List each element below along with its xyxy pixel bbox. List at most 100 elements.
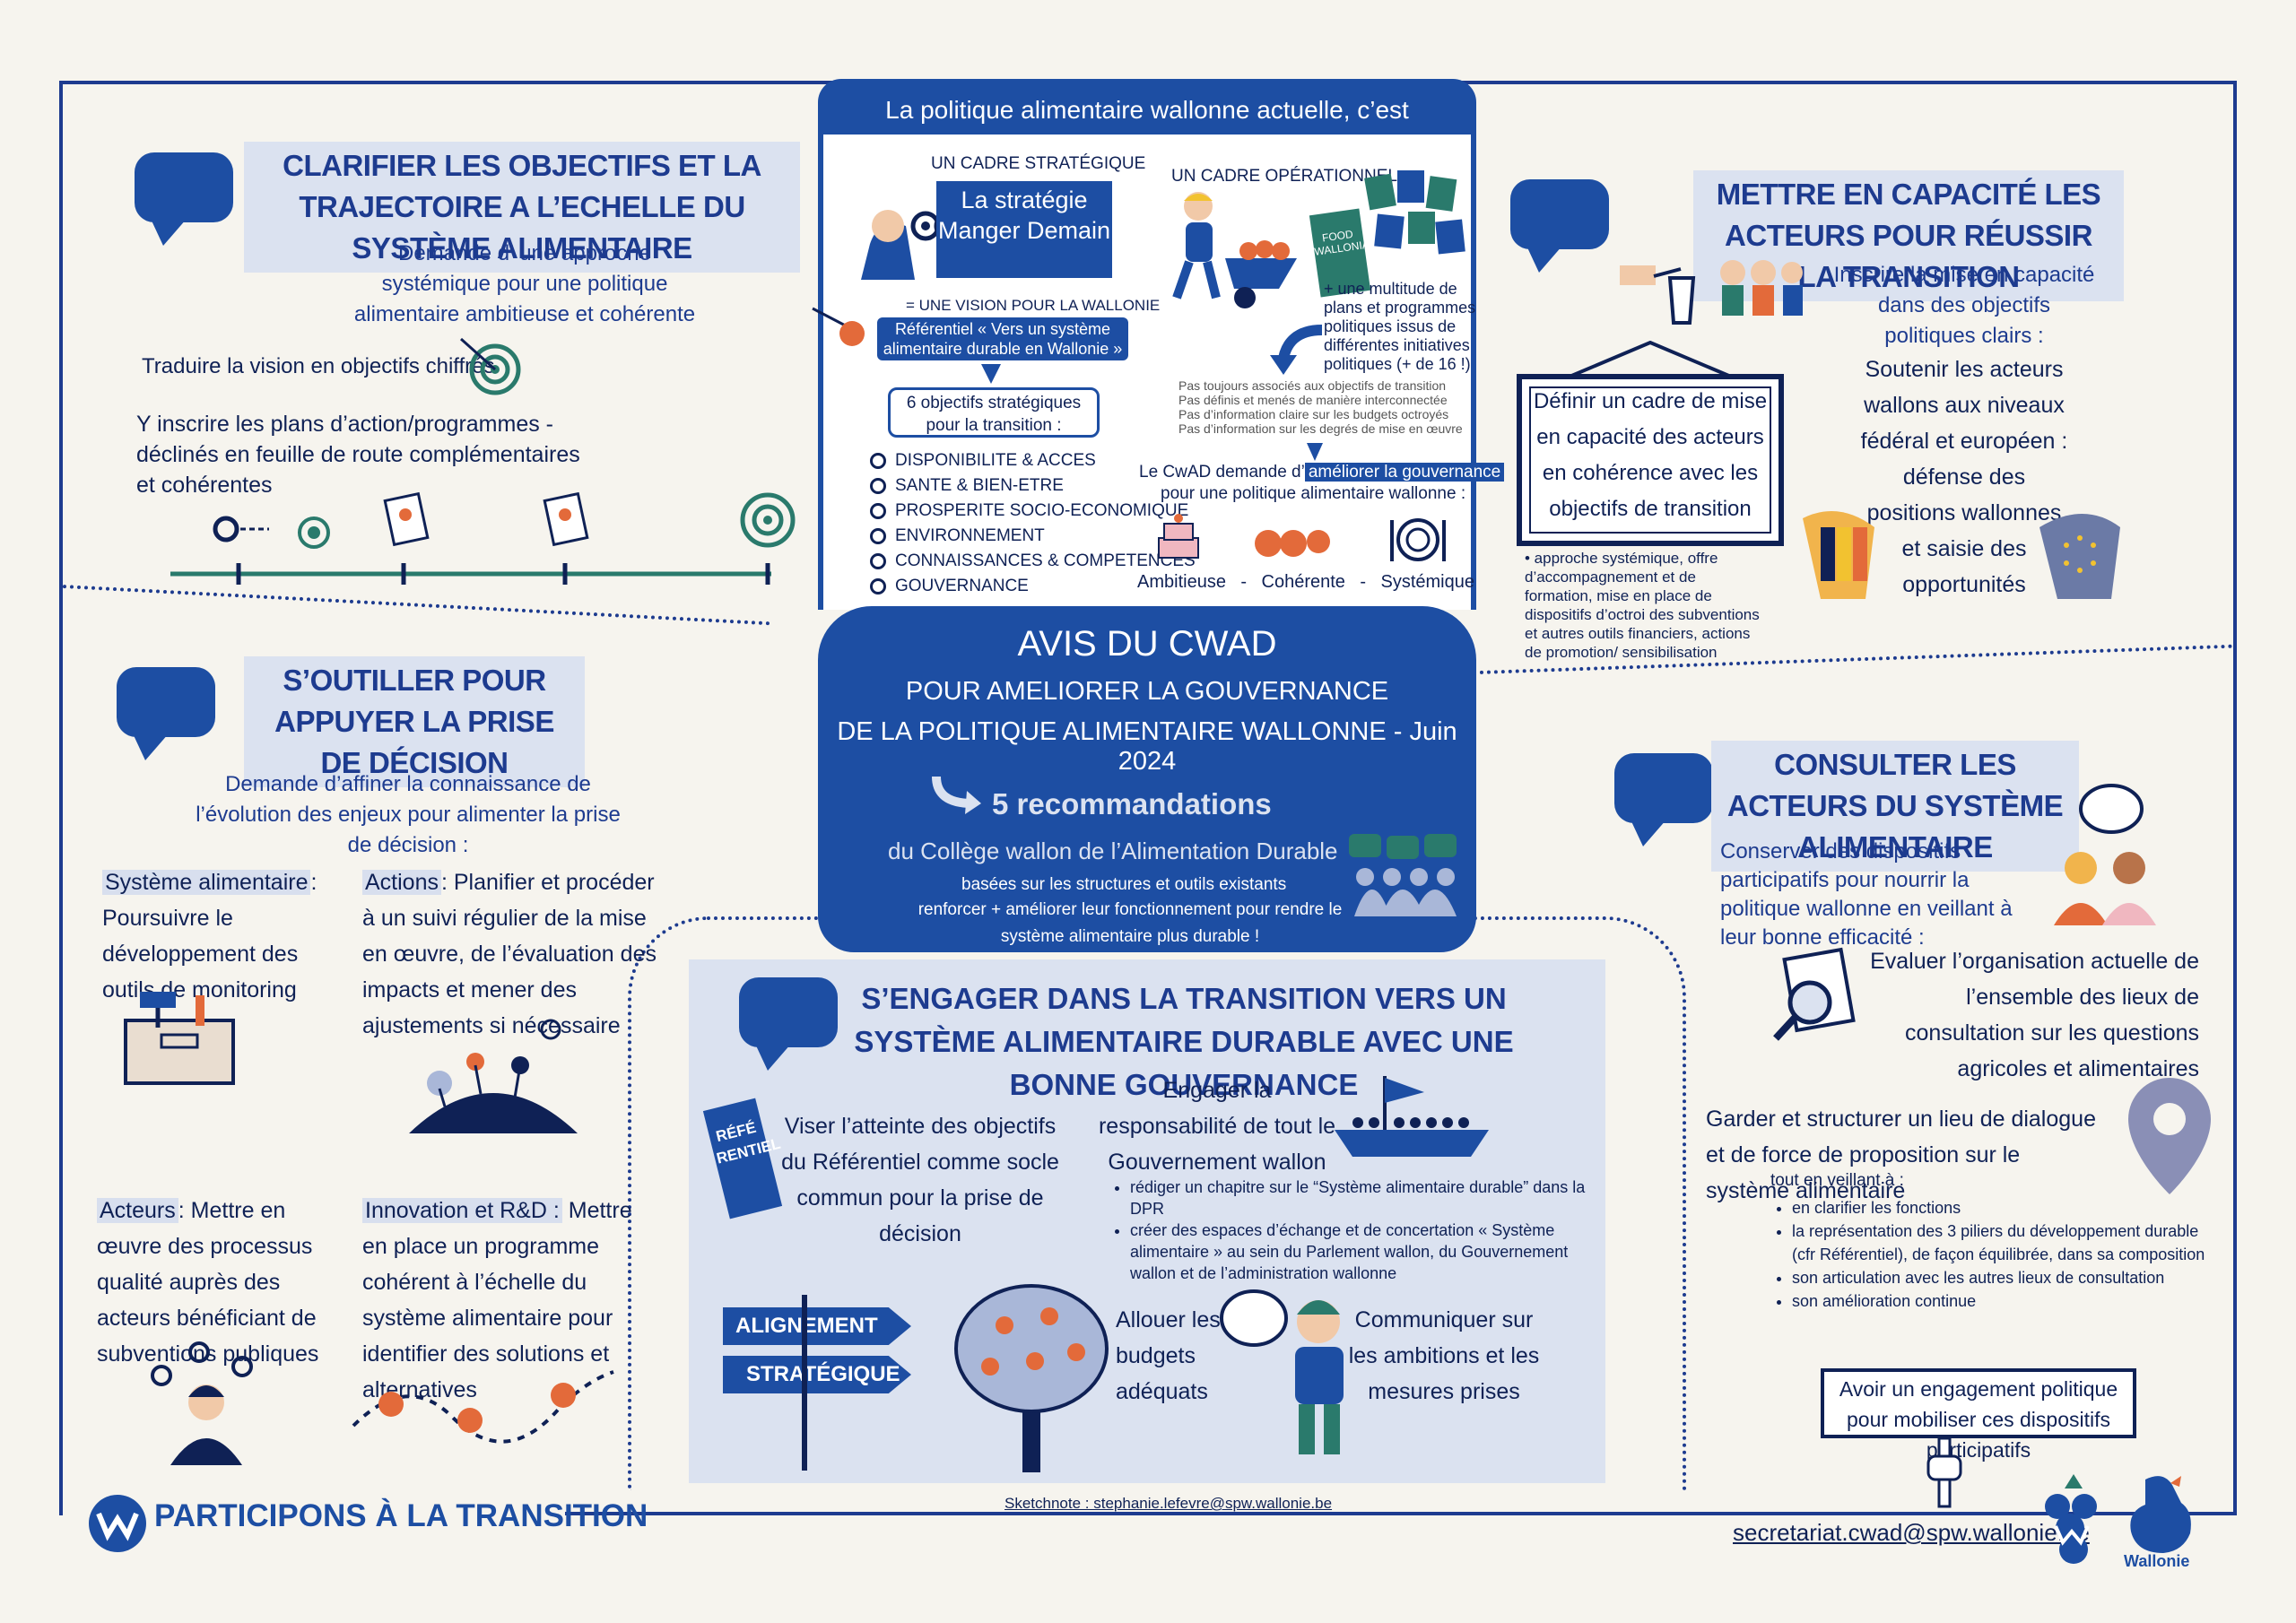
objectives-box: 6 objectifs stratégiques pour la transit… [888,387,1100,438]
speech-bubble-icon [739,977,838,1071]
systeme-block: Système alimentaire: Poursuivre le dével… [102,864,353,1008]
engager-resp: Engager la responsabilité de tout le Gou… [1098,1078,1336,1175]
cwad-demand-suffix: pour une politique alimentaire wallonne … [1161,484,1466,503]
quality-ambitieuse: Ambitieuse [1137,572,1226,592]
vision-text: = UNE VISION POUR LA WALLONIE [906,297,1161,314]
roadmap-timeline [170,491,796,585]
systeme-text: : Poursuivre le développement des outils… [102,870,317,1002]
avis-line2: DE LA POLITIQUE ALIMENTAIRE WALLONNE - J… [837,717,1457,776]
discussing-people-icon [2054,784,2156,925]
engager-bullets: rédiger un chapitre sur le “Système alim… [1112,1176,1614,1284]
actions-text: : Planifier et procéder à un suivi régul… [362,870,657,1038]
consulter-evaluer: Evaluer l’organisation actuelle de l’ens… [1870,949,2199,1081]
issue-item: Pas d’information sur les degrés de mise… [1178,421,1463,436]
hand-holding-sign-icon [1926,1438,1962,1508]
speech-bubble-icon [135,152,233,246]
speech-bubble-icon [117,667,215,760]
speaking-person-icon [1220,1289,1344,1454]
clarifier-demand: Demande d’ une approche systémique pour … [353,241,696,326]
bullet-item: son articulation avec les autres lieux d… [1792,1266,2222,1289]
capacite-soutenir: Soutenir les acteurs wallons aux niveaux… [1860,357,2068,597]
renforcer-text: renforcer + améliorer leur fonctionnemen… [918,900,1343,946]
qualities-row: Ambitieuse - Cohérente - Systémique [1137,572,1474,593]
consulter-title: CONSULTER LES ACTEURS DU SYSTÈME ALIMENT… [1711,741,2079,872]
sign-strategique: STRATÉGIQUE [723,1356,911,1393]
hanging-frame-icon [1517,341,1784,546]
cwad-grape-logo-icon [2045,1474,2097,1564]
objective-item: GOUVERNANCE [870,574,1196,599]
actions-block: Actions: Planifier et procéder à un suiv… [362,864,658,1044]
bullet-item: rédiger un chapitre sur le “Système alim… [1130,1176,1614,1219]
engagement-sign: Avoir un engagement politique pour mobil… [1821,1368,2136,1462]
engager-title: S’ENGAGER DANS LA TRANSITION VERS UN SYS… [854,982,1514,1101]
path-fruits-icon [352,1370,614,1444]
strategy-box: La stratégie Manger Demain [936,181,1112,278]
clarifier-title: CLARIFIER LES OBJECTIFS ET LA TRAJECTOIR… [244,142,800,273]
issue-item: Pas toujours associés aux objectifs de t… [1178,378,1447,393]
participons-label: PARTICIPONS À LA TRANSITION [154,1498,648,1533]
wallonie-label: Wallonie [2124,1552,2190,1570]
recommendations-count: 5 recommandations [992,787,1272,820]
systeme-label: Système alimentaire [102,870,311,895]
based-text: basées sur les structures et outils exis… [961,875,1287,894]
avis-title: AVIS DU CWAD [1017,624,1277,664]
college-text: du Collège wallon de l’Alimentation Dura… [888,838,1338,864]
people-group-icon [1349,834,1457,916]
outiller-demand: Demande d’affiner la connaissance de l’é… [196,772,621,857]
objective-item: DISPONIBILITE & ACCES [870,448,1196,473]
belgium-hand-icon [1803,511,1874,599]
quality-systemique: Systémique [1380,572,1475,592]
acteurs-label: Acteurs [97,1198,178,1223]
documents-pile-icon [1364,170,1465,255]
referentiel-box: Référentiel « Vers un système alimentair… [877,317,1128,360]
objective-item: PROSPERITE SOCIO-ECONOMIQUE [870,499,1196,524]
outiller-title: S’OUTILLER POUR APPUYER LA PRISE DE DÉCI… [244,656,585,787]
bullet-item: en clarifier les fonctions [1792,1196,2222,1219]
issue-item: Pas définis et menés de manière intercon… [1178,393,1448,407]
growing-hill-icon [409,1019,578,1133]
capacite-inscrire: Inscrire la mise en capacité dans des ob… [1833,263,2095,348]
issue-item: Pas d’information claire sur les budgets… [1178,407,1449,421]
quality-sep: - [1240,572,1248,592]
target-icon [870,453,886,469]
rooster-icon [2130,1476,2191,1553]
innovation-label: Innovation et R&D : [362,1198,562,1223]
juggling-person-icon [151,1341,253,1465]
sketchnote-credit[interactable]: Sketchnote : stephanie.lefevre@spw.wallo… [1004,1495,1333,1512]
target-icon [870,528,886,544]
arrow-down-small-icon [1307,443,1323,461]
multitude-text: + une multitude de plans et programmes p… [1324,280,1476,373]
cake-icon [1158,514,1199,559]
europe-hand-icon [2039,514,2120,599]
quality-coherente: Cohérente [1261,572,1345,592]
objective-item: ENVIRONNEMENT [870,524,1196,549]
strategic-label: UN CADRE STRATÉGIQUE [931,154,1146,173]
curved-arrow-icon [1270,325,1323,375]
toolbox-icon [124,992,235,1085]
bullet-item: la représentation des 3 piliers du dével… [1792,1219,2222,1266]
email-link[interactable]: secretariat.cwad@spw.wallonie.be [1733,1519,2090,1546]
issues-list: Pas toujours associés aux objectifs de t… [1178,378,1474,436]
consulter-bullets: en clarifier les fonctions la représenta… [1774,1196,2222,1313]
target-icon [870,553,886,569]
sign-alignement: ALIGNEMENT [723,1307,911,1345]
quality-sep: - [1360,572,1367,592]
location-pin-icon [2128,1078,2211,1194]
boat-crew-icon [1335,1076,1489,1157]
tomatoes-icon [1255,530,1330,557]
target-icon [870,578,886,595]
footer-mask [63,1510,565,1519]
operational-label: UN CADRE OPÉRATIONNEL [1171,167,1397,186]
engager-viser: Viser l’atteinte des objectifs du Référe… [781,1114,1059,1246]
hands-tools-people-icon [1620,260,1803,325]
bullet-item: créer des espaces d’échange et de concer… [1130,1219,1614,1284]
curved-arrow-right-icon [932,776,981,814]
innovation-block: Innovation et R&D : Mettre en place un p… [362,1193,649,1408]
target-icon [870,503,886,519]
target-arrow-icon [459,337,521,395]
money-tree-icon [954,1284,1109,1472]
avis-line1: POUR AMELIORER LA GOUVERNANCE [905,677,1389,706]
magnifier-document-icon [1773,947,1856,1041]
engager-panel [689,959,1605,1483]
engager-allouer: Allouer les budgets adéquats [1116,1307,1221,1404]
